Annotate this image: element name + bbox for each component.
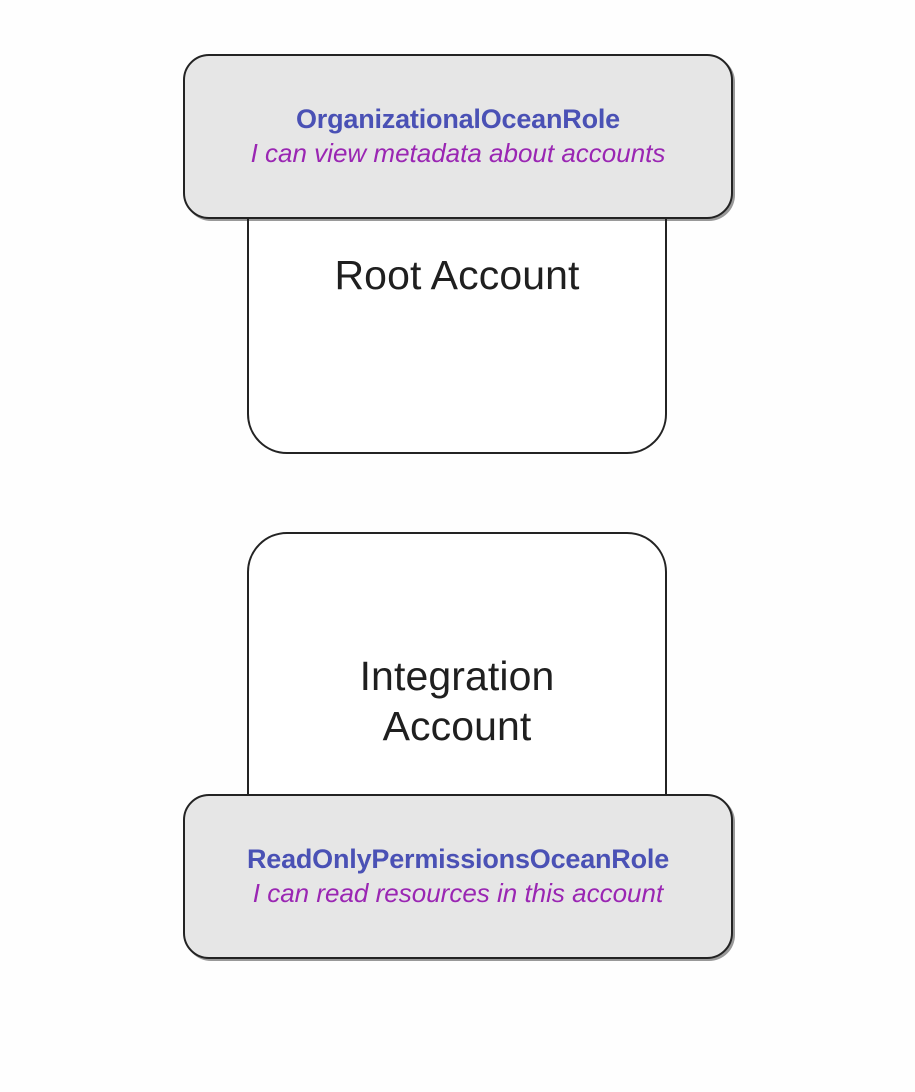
account-box-integration[interactable]: Integration Account: [247, 532, 667, 797]
account-label-integration-line2: Account: [382, 703, 532, 750]
account-label-integration: Integration Account: [249, 651, 665, 751]
role-description-readonly-permissions-ocean-role: I can read resources in this account: [252, 877, 664, 908]
account-label-root: Root Account: [334, 252, 580, 298]
role-card-readonly-permissions-ocean-role[interactable]: ReadOnlyPermissionsOceanRole I can read …: [183, 794, 733, 959]
role-name-readonly-permissions-ocean-role: ReadOnlyPermissionsOceanRole: [246, 843, 670, 874]
role-card-organizational-ocean-role[interactable]: OrganizationalOceanRole I can view metad…: [183, 54, 733, 219]
account-box-root[interactable]: Root Account: [247, 216, 667, 454]
role-name-organizational-ocean-role: OrganizationalOceanRole: [296, 103, 620, 134]
account-label-integration-line1: Integration: [359, 653, 555, 699]
role-description-organizational-ocean-role: I can view metadata about accounts: [250, 137, 666, 168]
